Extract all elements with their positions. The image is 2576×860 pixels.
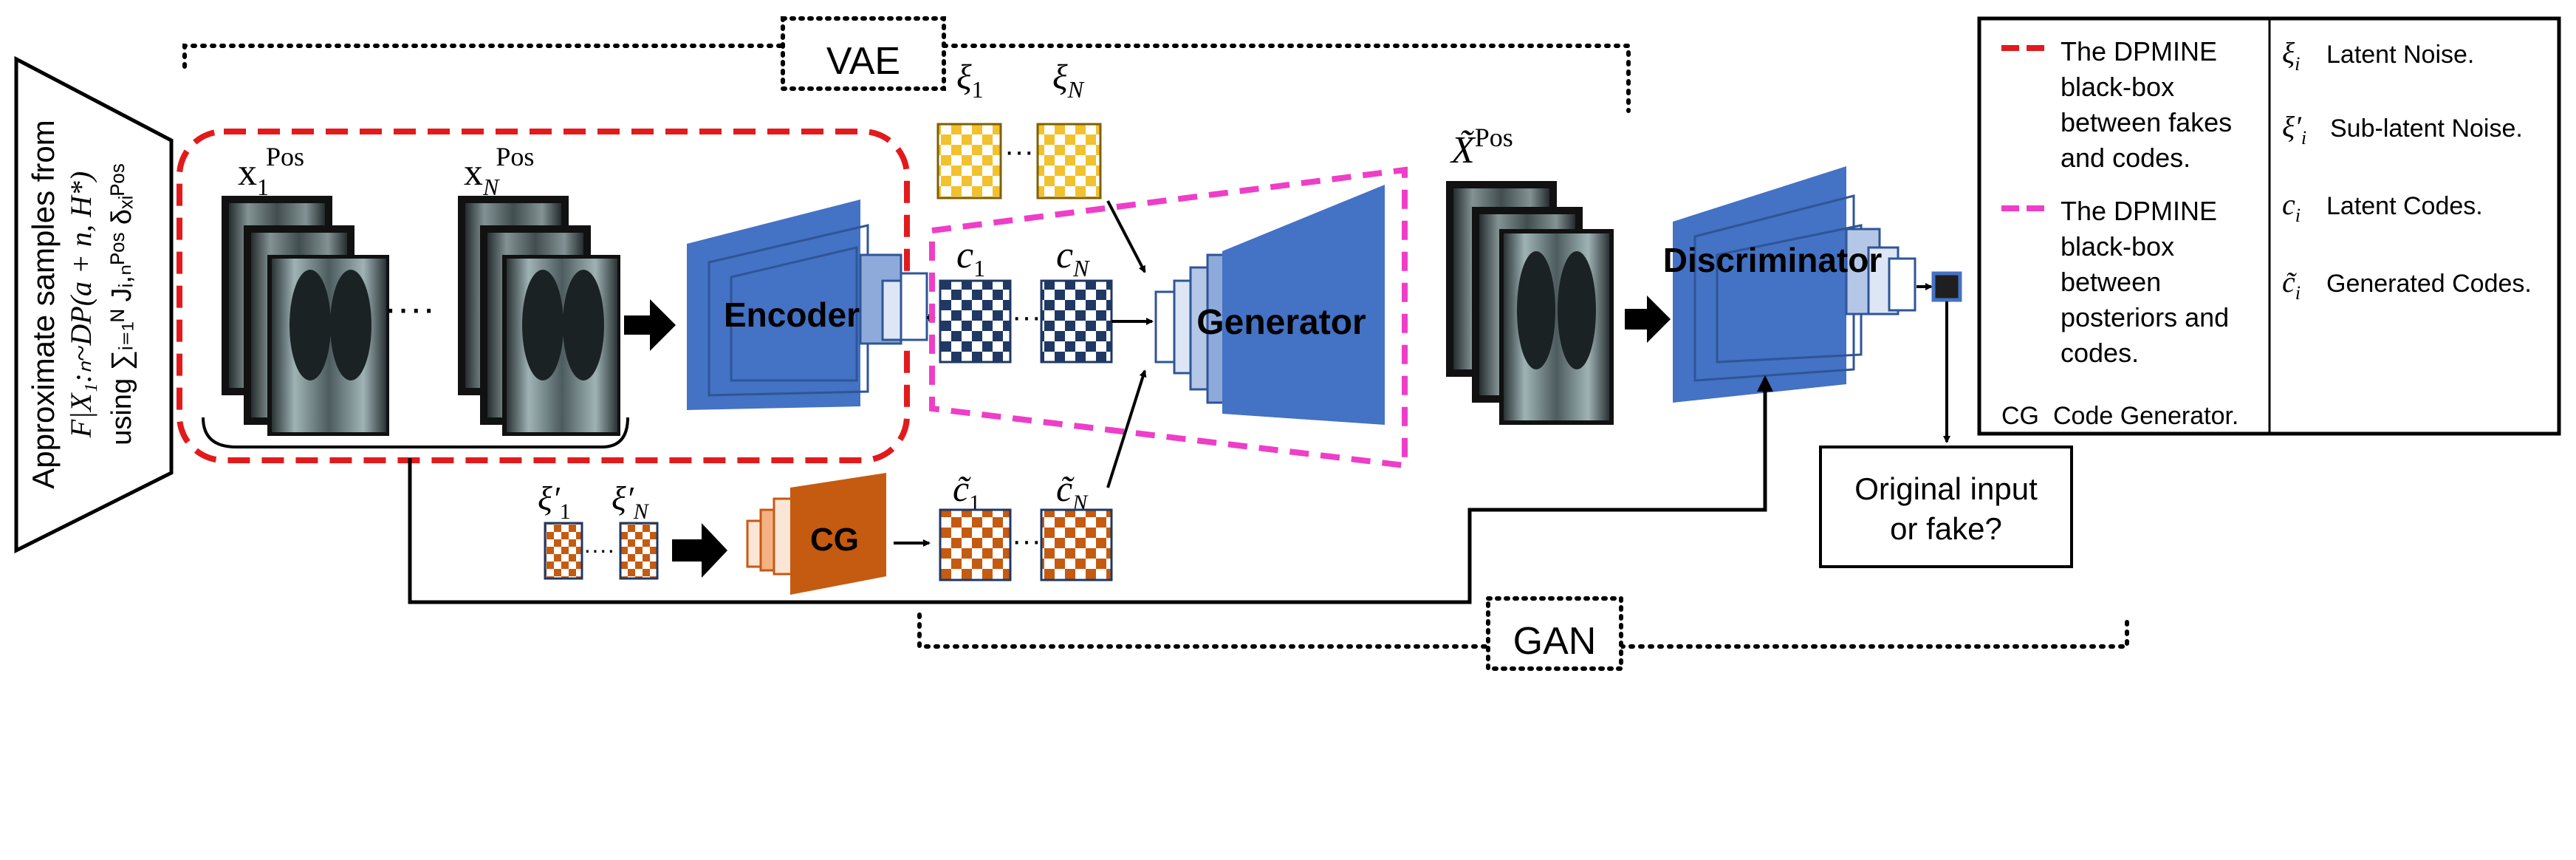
xtilde-pos-label: X̃Pos: [1450, 123, 1513, 171]
svg-text:Code Generator.: Code Generator.: [2053, 402, 2238, 430]
generator-label: Generator: [1196, 303, 1366, 342]
gan-label-box: [1486, 596, 1623, 671]
ctilde-n-label: c̃N: [1056, 468, 1089, 515]
scan-brace: [202, 417, 629, 448]
svg-text:Latent Codes.: Latent Codes.: [2326, 192, 2483, 220]
discriminator-block: [1673, 166, 1916, 403]
svg-text:c̃i: c̃i: [2282, 265, 2301, 304]
xn-pos-label: xNPos: [464, 142, 534, 200]
dpmine-posteriors-codes-box: [929, 166, 1408, 469]
c-n-label: cN: [1056, 234, 1090, 281]
discriminator-label: Discriminator: [1663, 241, 1883, 279]
sub-latent-grid-1: [544, 522, 583, 580]
code-generator-block: [746, 473, 886, 595]
output-line-1: Original input: [1854, 471, 2038, 506]
svg-text:The DPMINE: The DPMINE: [2061, 196, 2217, 226]
encoder-block: [687, 199, 928, 410]
gan-bracket: [917, 612, 2129, 649]
vae-label-box: [781, 16, 946, 91]
legend: The DPMINE black-box between fakes and c…: [1977, 16, 2561, 436]
xi-prime-n-label: ξ′N: [612, 480, 650, 524]
input-samples-panel: [14, 55, 174, 554]
svg-text:Approximate samples from: Approximate samples from: [26, 120, 61, 489]
latent-code-grid-1: [939, 279, 1012, 364]
vae-bracket: [182, 44, 1631, 113]
svg-text:black-box: black-box: [2061, 72, 2174, 102]
svg-text:CG: CG: [2001, 402, 2039, 430]
ctilde-1-label: c̃1: [953, 468, 980, 515]
arrow-noise-to-cg: [672, 523, 727, 578]
svg-text:F|X₁:ₙ~DP(a + n, H*): F|X₁:ₙ~DP(a + n, H*): [64, 171, 97, 439]
svg-text:posteriors and: posteriors and: [2061, 302, 2229, 332]
vae-label: VAE: [826, 40, 900, 83]
scan-ellipsis: ····: [384, 287, 435, 330]
svg-text:ci: ci: [2282, 188, 2301, 226]
xi-prime-ellipsis: ····: [583, 536, 615, 563]
scan-stack-x1: [222, 196, 389, 436]
svg-text:Sub-latent Noise.: Sub-latent Noise.: [2330, 115, 2523, 143]
svg-text:Generated Codes.: Generated Codes.: [2326, 270, 2532, 298]
arrow-scans-to-encoder: [624, 299, 676, 351]
svg-text:ξ′i: ξ′i: [2282, 110, 2306, 149]
svg-text:codes.: codes.: [2061, 338, 2139, 368]
arrow-ctilde-to-generator: [1106, 369, 1147, 488]
svg-text:between fakes: between fakes: [2061, 107, 2232, 137]
discriminator-output-node: [1931, 271, 1962, 302]
arrow-xi-to-generator: [1106, 200, 1146, 273]
original-or-fake-box: [1819, 446, 2073, 568]
cg-label: CG: [810, 522, 859, 558]
svg-text:black-box: black-box: [2061, 231, 2174, 262]
svg-text:using ∑ᵢ₌₁ᴺ Jᵢ,ₙᴾᵒˢ δₓᵢᴾᵒˢ: using ∑ᵢ₌₁ᴺ Jᵢ,ₙᴾᵒˢ δₓᵢᴾᵒˢ: [106, 163, 137, 445]
latent-noise-grid-1: [936, 123, 1002, 199]
svg-text:Latent Noise.: Latent Noise.: [2326, 41, 2474, 69]
output-line-2: or fake?: [1890, 511, 2002, 546]
xi-1-label: ξ1: [956, 58, 984, 103]
x1-pos-label: x1Pos: [238, 142, 304, 200]
latent-noise-grid-n: [1036, 123, 1102, 199]
scan-stack-xn: [458, 196, 620, 436]
latent-code-grid-n: [1040, 279, 1113, 364]
generated-code-grid-n: [1040, 508, 1113, 581]
fake-scan-stack: [1446, 181, 1614, 425]
real-input-path: [408, 375, 1773, 604]
generated-code-grid-1: [939, 508, 1012, 581]
arrow-fakes-to-discriminator: [1625, 296, 1671, 343]
xi-n-label: ξN: [1052, 58, 1085, 103]
svg-text:ξi: ξi: [2282, 36, 2300, 75]
generator-block: [1154, 185, 1385, 425]
sub-latent-grid-n: [619, 522, 659, 580]
input-samples-text: Approximate samples from F|X₁:ₙ~DP(a + n…: [26, 120, 137, 489]
svg-text:The DPMINE: The DPMINE: [2061, 36, 2217, 66]
xi-prime-1-label: ξ′1: [538, 480, 571, 524]
svg-text:between: between: [2061, 267, 2161, 297]
svg-text:and codes.: and codes.: [2061, 143, 2190, 173]
gan-label: GAN: [1513, 620, 1597, 663]
encoder-label: Encoder: [724, 296, 860, 334]
c-1-label: c1: [956, 234, 985, 281]
